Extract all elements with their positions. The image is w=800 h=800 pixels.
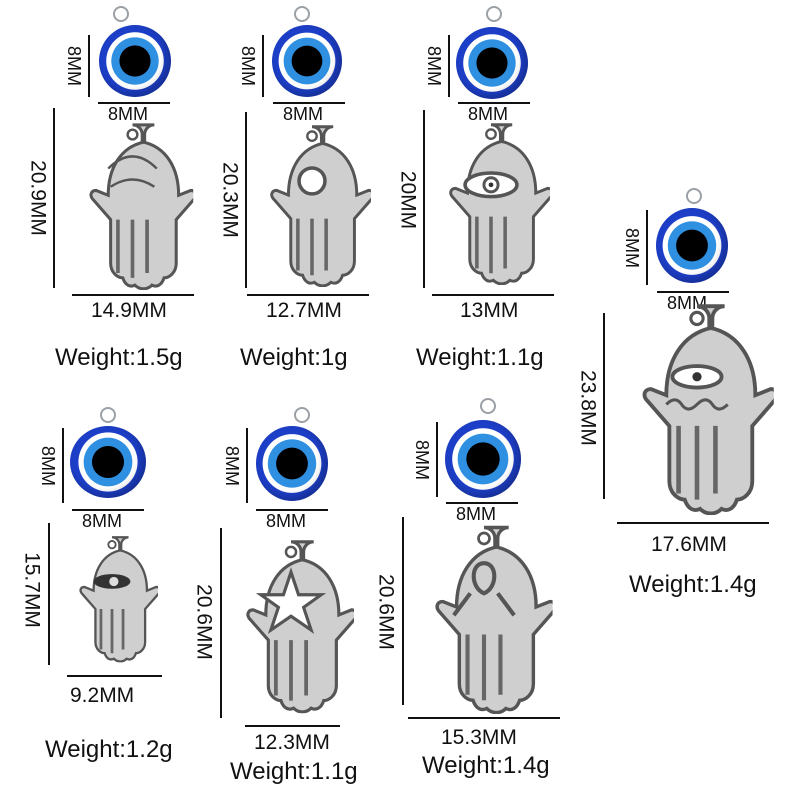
charm-height-label: 20.6MM — [192, 584, 216, 660]
bead-height-label: 8MM — [424, 46, 444, 86]
hamsa-charm-ornate-eye — [612, 300, 782, 515]
hamsa-charm-small-eye — [66, 528, 158, 668]
charm-height-line — [53, 108, 55, 288]
evil-eye-bead — [256, 426, 328, 501]
evil-eye-bead — [70, 426, 146, 498]
weight-label: Weight:1.1g — [230, 758, 358, 785]
evil-eye-bead — [656, 208, 728, 283]
charm-height-label: 20.3MM — [218, 162, 242, 238]
hamsa-charm-star — [228, 530, 354, 720]
charm-width-label: 9.2MM — [70, 684, 135, 707]
bead-height-label: 8MM — [64, 46, 84, 86]
jump-ring — [294, 407, 310, 423]
hamsa-charm-circle — [253, 122, 371, 287]
charm-width-line — [408, 717, 560, 719]
bead-height-line — [246, 428, 248, 503]
charm-height-line — [245, 112, 247, 288]
jump-ring — [486, 6, 502, 22]
bead-width-line — [256, 509, 328, 511]
charm-height-label: 20.6MM — [374, 574, 398, 650]
weight-label: Weight:1.4g — [629, 571, 757, 598]
charm-width-label: 14.9MM — [91, 299, 167, 322]
charm-width-label: 15.3MM — [441, 726, 517, 749]
weight-label: Weight:1.4g — [422, 752, 550, 779]
charm-height-line — [423, 110, 425, 288]
charm-width-line — [245, 725, 340, 727]
bead-height-label: 8MM — [222, 446, 242, 486]
charm-width-line — [617, 522, 769, 524]
charm-height-label: 15.7MM — [20, 552, 44, 628]
hamsa-charm-eye — [430, 120, 552, 285]
bead-width-line — [98, 102, 170, 104]
jump-ring — [113, 6, 129, 22]
charm-width-line — [432, 294, 554, 296]
bead-width-line — [446, 502, 518, 504]
evil-eye-bead — [272, 25, 342, 97]
charm-width-label: 13MM — [460, 299, 519, 322]
charm-width-label: 17.6MM — [651, 533, 727, 556]
bead-width-line — [657, 291, 729, 293]
charm-height-line — [603, 313, 605, 499]
jump-ring — [294, 6, 310, 22]
hamsa-charm-filigree — [65, 120, 200, 290]
charm-height-line — [402, 517, 404, 705]
bead-height-line — [88, 35, 90, 97]
weight-label: Weight:1.2g — [45, 736, 173, 763]
bead-width-label: 8MM — [283, 104, 323, 124]
jump-ring — [100, 407, 116, 423]
bead-width-label: 8MM — [468, 104, 508, 124]
bead-width-line — [458, 102, 530, 104]
weight-label: Weight:1.1g — [416, 344, 544, 371]
bead-width-label: 8MM — [108, 104, 148, 124]
bead-height-label: 8MM — [622, 228, 642, 268]
bead-height-line — [646, 210, 648, 285]
evil-eye-bead — [456, 27, 528, 99]
charm-width-line — [72, 294, 194, 296]
bead-height-label: 8MM — [238, 46, 258, 86]
weight-label: Weight:1.5g — [55, 344, 183, 371]
bead-width-label: 8MM — [82, 511, 122, 531]
bead-width-label: 8MM — [266, 511, 306, 531]
charm-width-line — [67, 675, 162, 677]
charm-width-label: 12.3MM — [254, 731, 330, 754]
bead-height-label: 8MM — [38, 446, 58, 486]
jump-ring — [686, 188, 702, 204]
bead-height-line — [448, 35, 450, 97]
bead-height-line — [436, 422, 438, 497]
evil-eye-bead — [445, 420, 521, 498]
charm-height-label: 23.8MM — [576, 370, 600, 446]
jump-ring — [480, 398, 496, 414]
bead-height-label: 8MM — [412, 440, 432, 480]
charm-height-label: 20MM — [396, 170, 420, 230]
bead-height-line — [62, 428, 64, 503]
bead-width-label: 8MM — [456, 504, 496, 524]
bead-height-line — [262, 35, 264, 97]
hamsa-charm-dotted — [408, 522, 560, 714]
charm-width-label: 12.7MM — [266, 299, 342, 322]
bead-width-line — [72, 509, 144, 511]
charm-height-line — [48, 523, 50, 665]
weight-label: Weight:1g — [240, 344, 348, 371]
charm-height-label: 20.9MM — [26, 160, 50, 236]
evil-eye-bead — [99, 25, 171, 97]
charm-width-line — [247, 294, 369, 296]
bead-width-line — [273, 102, 345, 104]
charm-height-line — [220, 528, 222, 718]
